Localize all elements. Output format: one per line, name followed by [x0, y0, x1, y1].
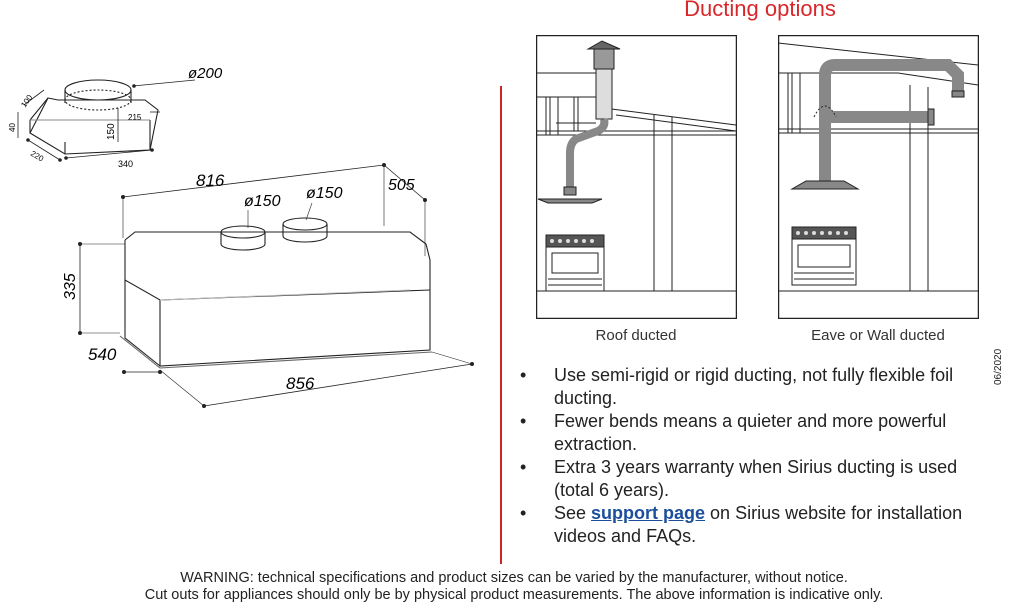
dim-top-width: 816	[196, 171, 225, 190]
dim-adapter-inner-depth: 100	[19, 93, 34, 110]
warning-line-1: WARNING: technical specifications and pr…	[180, 570, 848, 586]
list-item: Use semi-rigid or rigid ducting, not ful…	[516, 364, 996, 410]
warning-line-2: Cut outs for appliances should only be b…	[144, 587, 884, 603]
support-page-link[interactable]: support page	[591, 503, 706, 523]
dim-adapter-side: 40	[8, 123, 17, 132]
list-item-prefix: See	[554, 503, 592, 523]
rangehood-dimension-drawing: ø200 150 215 340 220 40 100	[8, 65, 474, 408]
dim-height: 335	[62, 273, 79, 300]
roof-ducted-diagram	[536, 35, 737, 319]
dim-width: 856	[286, 374, 315, 393]
list-item-suffix: on Sirius website for installation video…	[554, 503, 963, 546]
dim-adapter-width: 340	[118, 159, 133, 169]
dim-adapter-inner-width: 215	[128, 113, 142, 122]
date-stamp: 06/2020	[993, 348, 1004, 385]
dim-adapter-diameter: ø200	[188, 65, 223, 82]
caption-eave-ducted: Eave or Wall ducted	[811, 327, 945, 344]
dim-spigot-2: ø150	[306, 185, 343, 202]
dim-adapter-height: 150	[106, 123, 117, 140]
dim-depth: 540	[88, 345, 117, 364]
warning-notice: WARNING: technical specifications and pr…	[0, 570, 1028, 604]
dim-adapter-depth: 220	[29, 149, 46, 164]
eave-ducted-diagram	[778, 35, 979, 319]
page-title: Ducting options	[684, 0, 836, 21]
ducting-tips-list: Use semi-rigid or rigid ducting, not ful…	[516, 364, 996, 548]
dim-spigot-1: ø150	[244, 193, 281, 210]
caption-roof-ducted: Roof ducted	[595, 327, 677, 344]
list-item: Fewer bends means a quieter and more pow…	[516, 410, 996, 456]
section-divider	[500, 86, 502, 564]
list-item: Extra 3 years warranty when Sirius ducti…	[516, 456, 996, 502]
dim-top-depth: 505	[388, 177, 415, 194]
list-item: See support page on Sirius website for i…	[516, 502, 996, 548]
